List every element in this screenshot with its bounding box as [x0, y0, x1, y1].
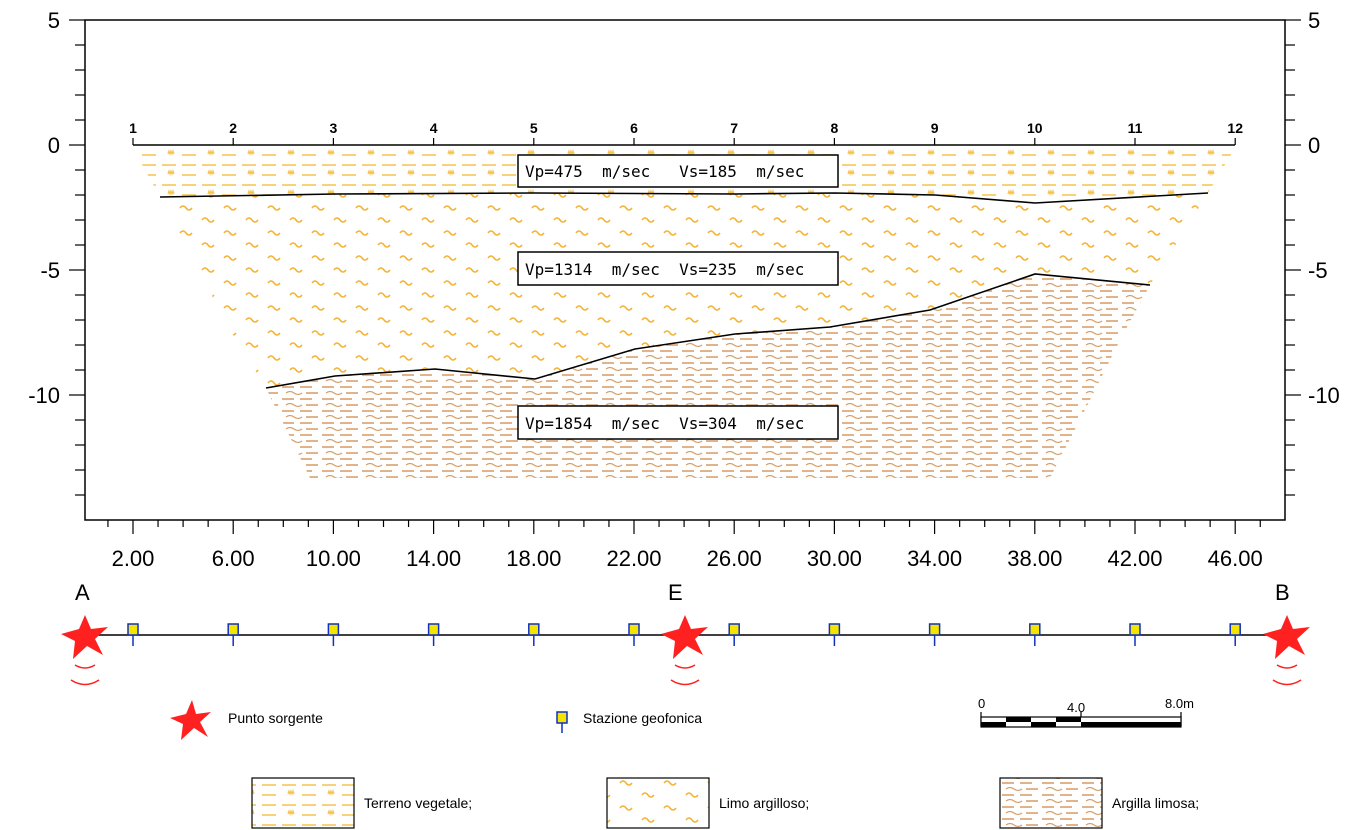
y-label-left: -10: [28, 383, 60, 408]
station-number: 7: [730, 120, 738, 136]
layer-limo-argilloso: [160, 193, 1208, 388]
station-number: 11: [1128, 120, 1143, 136]
legend-label-terreno-vegetale: Terreno vegetale;: [364, 795, 472, 811]
legend-geophone: Stazione geofonica: [556, 710, 702, 733]
y-label-left: -5: [40, 258, 60, 283]
x-label: 46.00: [1208, 546, 1263, 571]
geophone-icon: [227, 623, 239, 646]
station-number: 3: [330, 120, 338, 136]
velocity-label-layer-1: Vp=475 m/sec Vs=185 m/sec: [517, 154, 839, 188]
x-label: 42.00: [1107, 546, 1162, 571]
star-icon: [1263, 615, 1310, 686]
legend-label-limo-argilloso: Limo argilloso;: [719, 795, 809, 811]
y-label-right: -10: [1308, 383, 1340, 408]
geophone-icon: [427, 623, 440, 646]
scale-bar: 0 4.0 8.0m: [978, 696, 1194, 728]
refractor-1: [159, 192, 1209, 204]
point-label-e: E: [668, 580, 683, 605]
station-number: 8: [831, 120, 839, 136]
geophone-icon: [327, 623, 340, 646]
geophone-icon: [828, 623, 841, 646]
x-axis: 2.00 6.00 10.00 14.00 18.00 22.00 26.00 30.00 34…: [107, 520, 1263, 571]
station-number: 10: [1027, 120, 1043, 136]
x-label: 2.00: [112, 546, 155, 571]
layer-argilla-limosa: [266, 274, 1150, 478]
geophone-icon: [556, 711, 568, 724]
scale-label-0: 0: [978, 696, 985, 711]
station-number: 4: [430, 120, 438, 136]
y-label-left: 0: [48, 133, 60, 158]
geophone-icon: [127, 623, 139, 646]
x-label: 10.00: [306, 546, 361, 571]
star-icon: [661, 615, 708, 686]
scale-label-4: 4.0: [1067, 700, 1085, 715]
station-number: 9: [931, 120, 939, 136]
velocity-text-1: Vp=475 m/sec Vs=185 m/sec: [525, 162, 804, 181]
refractor-2: [265, 273, 1151, 389]
geophone-icon: [1229, 623, 1241, 646]
y-label-right: 0: [1308, 133, 1320, 158]
x-label: 22.00: [606, 546, 661, 571]
y-axis-right: 5 0 -5 -10: [1285, 8, 1340, 496]
geophone-icon: [528, 623, 540, 646]
station-number: 6: [630, 120, 638, 136]
star-icon: [170, 700, 211, 740]
station-number: 12: [1227, 120, 1243, 136]
velocity-label-layer-2: Vp=1314 m/sec Vs=235 m/sec: [517, 251, 839, 286]
legend-source: Punto sorgente: [170, 700, 323, 740]
scale-label-8: 8.0m: [1165, 696, 1194, 711]
swatch-limo-argilloso: [606, 777, 710, 829]
velocity-label-layer-3: Vp=1854 m/sec Vs=304 m/sec: [517, 405, 839, 440]
legend-label-argilla-limosa: Argilla limosa;: [1112, 795, 1199, 811]
x-label: 18.00: [506, 546, 561, 571]
geophone-icon: [628, 623, 640, 646]
x-label: 30.00: [807, 546, 862, 571]
swatch-argilla-limosa: [999, 777, 1103, 829]
y-label-right: -5: [1308, 258, 1328, 283]
geophone-icon: [928, 623, 941, 646]
source-points: [61, 615, 1310, 686]
legend-argilla-limosa: Argilla limosa;: [999, 777, 1199, 829]
y-axis-left: 5 0 -5 -10: [28, 8, 85, 496]
point-label-a: A: [75, 580, 90, 605]
point-label-b: B: [1275, 580, 1290, 605]
x-label: 26.00: [707, 546, 762, 571]
legend-source-label: Punto sorgente: [228, 710, 323, 726]
swatch-terreno-vegetale: [251, 777, 355, 829]
geophone-icon: [1129, 623, 1141, 646]
star-icon: [61, 615, 108, 686]
x-label: 6.00: [212, 546, 255, 571]
geophone-icon: [1029, 623, 1041, 646]
station-number: 1: [129, 120, 137, 136]
legend-terreno-vegetale: Terreno vegetale;: [251, 777, 472, 829]
x-label: 34.00: [907, 546, 962, 571]
legend-limo-argilloso: Limo argilloso;: [606, 777, 809, 829]
geophone-stations: [127, 623, 1241, 646]
velocity-text-2: Vp=1314 m/sec Vs=235 m/sec: [525, 260, 804, 279]
station-number: 5: [530, 120, 538, 136]
legend-geophone-label: Stazione geofonica: [583, 710, 702, 726]
velocity-text-3: Vp=1854 m/sec Vs=304 m/sec: [525, 414, 804, 433]
station-number: 2: [229, 120, 237, 136]
y-label-left: 5: [48, 8, 60, 33]
geophone-icon: [728, 623, 740, 646]
x-label: 14.00: [406, 546, 461, 571]
y-label-right: 5: [1308, 8, 1320, 33]
x-label: 38.00: [1007, 546, 1062, 571]
